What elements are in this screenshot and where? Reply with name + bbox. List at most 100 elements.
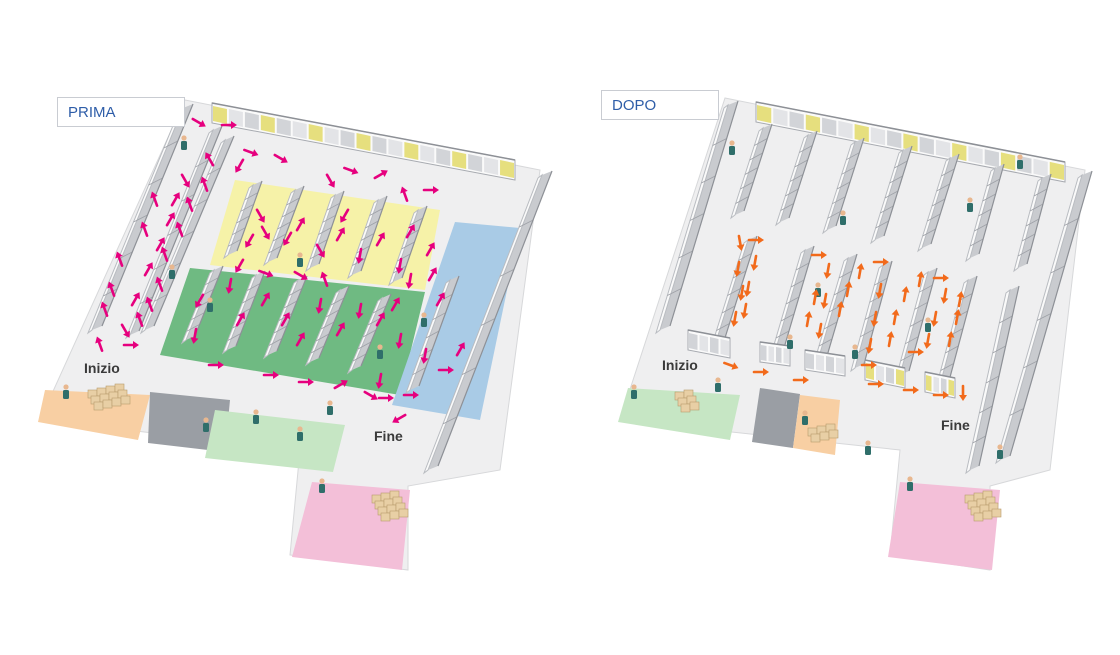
after-path-arrow-36-head xyxy=(956,291,965,298)
before-shipping-boxes-box xyxy=(389,510,400,520)
before-path-arrow-43-head xyxy=(245,240,252,248)
after-pick-front-shelf-4 xyxy=(864,359,906,389)
before-path-arrow-17 xyxy=(130,292,140,307)
after-path-arrow-7-head xyxy=(740,312,749,319)
before-path-arrow-7-head xyxy=(175,221,183,229)
before-upper-aisle-shelf-2-rib xyxy=(318,227,332,235)
before-lower-aisle-shelf-2-rib xyxy=(288,288,303,296)
before-path-arrow-5-head xyxy=(200,176,208,184)
before-path-arrow-60-shaft xyxy=(408,272,413,286)
after-path-arrow-24-head xyxy=(871,361,877,369)
after-pick-front-shelf-1-bay xyxy=(699,335,708,352)
before-path-arrow-22-head xyxy=(140,221,148,229)
before-path-arrow-60 xyxy=(405,272,414,289)
before-blue-zone-shelf xyxy=(404,275,460,395)
before-left-inner-shelf-b-rib xyxy=(154,293,168,302)
after-pick-shelf-0-top xyxy=(723,235,758,342)
before-path-arrow-64-head xyxy=(395,342,404,349)
before-left-inner-shelf-a-rib xyxy=(153,262,167,271)
before-path-arrow-69 xyxy=(437,366,454,374)
before-worker-10-head xyxy=(297,426,303,432)
before-left-wall-shelf-rib xyxy=(118,251,133,260)
after-back-wall-shelf-bay xyxy=(870,127,886,146)
after-left-wall-shelf-rib xyxy=(689,213,705,221)
after-upper-shelf-1-rib xyxy=(780,203,794,211)
before-worker-4 xyxy=(421,312,427,327)
after-path-arrow-22-head xyxy=(870,320,879,327)
before-path-arrow-3 xyxy=(273,153,288,163)
after-left-wall-shelf-rib xyxy=(712,138,727,146)
before-path-arrow-0-head xyxy=(198,120,206,127)
before-upper-aisle-shelf-3-rib xyxy=(356,245,370,254)
before-path-arrow-4-head xyxy=(205,152,212,160)
before-path-arrow-10 xyxy=(145,296,154,312)
after-upper-shelf-3-rib xyxy=(889,175,903,184)
after-pick-shelf-4-rib xyxy=(914,301,928,310)
before-path-arrow-62-shaft xyxy=(435,295,444,307)
after-upper-shelf-3-rib xyxy=(884,190,899,199)
after-path-arrow-33 xyxy=(907,348,924,356)
before-lower-aisle-shelf-1-rib xyxy=(232,320,246,329)
before-lower-aisle-shelf-4-rib xyxy=(367,317,382,326)
after-path-arrow-19 xyxy=(856,263,865,280)
before-back-wall-shelf-bay xyxy=(388,139,403,157)
after-pick-front-shelf-3-bay xyxy=(826,356,834,373)
after-worker-13-head xyxy=(1017,154,1023,160)
before-path-arrow-55 xyxy=(315,297,324,314)
after-path-arrow-23-head xyxy=(865,347,874,354)
after-pick-shelf-1-rib xyxy=(795,262,810,271)
after-worker-13 xyxy=(1017,154,1023,169)
before-right-wall-shelf-rib xyxy=(480,318,496,326)
before-path-arrow-29-shaft xyxy=(373,171,385,180)
after-worker-2 xyxy=(967,197,973,212)
after-back-wall-shelf-bay xyxy=(935,139,951,158)
before-path-arrow-27-head xyxy=(328,180,335,188)
before-path-arrow-30-head xyxy=(400,186,408,194)
before-left-wall-shelf-rib xyxy=(133,214,148,223)
before-back-wall-shelf-bay xyxy=(356,133,371,151)
after-left-wall-shelf-rib xyxy=(678,250,693,259)
before-path-arrow-76-head xyxy=(392,416,400,423)
after-path-arrow-26-head xyxy=(891,309,900,316)
before-path-arrow-71 xyxy=(425,242,435,257)
after-back-wall-shelf-top xyxy=(755,101,1066,163)
after-path-arrow-4-shaft xyxy=(733,310,738,324)
after-pick-front-shelf-1-bay xyxy=(720,339,729,356)
after-worker-1-body xyxy=(729,146,735,155)
before-path-arrow-45-shaft xyxy=(258,269,271,276)
after-pick-front-shelf-5-bay xyxy=(926,375,932,392)
after-path-arrow-15-head xyxy=(820,302,829,309)
before-path-arrow-18 xyxy=(120,323,130,338)
after-path-arrow-15 xyxy=(820,292,829,309)
before-upper-aisle-shelf-1-rib xyxy=(268,245,282,254)
before-worker-10-body xyxy=(297,432,303,441)
after-worker-12-body xyxy=(997,450,1003,459)
before-path-arrow-6 xyxy=(185,196,194,212)
after-path-arrow-6-shaft xyxy=(746,280,751,294)
after-path-arrow-37-head xyxy=(878,380,884,388)
after-upper-shelf-2-rib xyxy=(832,196,846,205)
before-upper-aisle-shelf-0-rib xyxy=(227,238,242,247)
before-lower-aisle-shelf-4-rib xyxy=(372,305,387,314)
before-path-arrow-64-shaft xyxy=(398,332,403,346)
before-worker-11-head xyxy=(327,400,333,406)
before-right-wall-shelf-rib xyxy=(461,367,477,376)
before-blue-zone-shelf-rib xyxy=(425,330,440,339)
after-worker-7 xyxy=(925,317,931,332)
before-path-arrow-27-shaft xyxy=(325,173,334,185)
before-path-arrow-67 xyxy=(377,394,394,402)
before-path-arrow-15-shaft xyxy=(155,240,164,252)
after-back-wall-shelf-bay xyxy=(968,146,983,165)
before-path-arrow-4-shaft xyxy=(206,155,215,167)
after-upper-shelf-0-rib xyxy=(754,138,768,146)
before-back-wall-shelf-bay xyxy=(213,106,227,124)
after-right-wall-shelf-rib xyxy=(1009,408,1024,416)
before-path-arrow-10-head xyxy=(145,296,153,304)
after-pick-shelf-2-rib xyxy=(823,321,838,330)
before-path-arrow-8-head xyxy=(160,246,168,254)
before-lower-aisle-shelf-0-rib xyxy=(195,300,210,309)
before-lower-aisle-shelf-2-rib xyxy=(273,325,288,334)
after-path-arrow-34-shaft xyxy=(947,334,952,348)
before-path-arrow-52-head xyxy=(263,292,270,300)
after-station-boxes xyxy=(674,389,700,413)
